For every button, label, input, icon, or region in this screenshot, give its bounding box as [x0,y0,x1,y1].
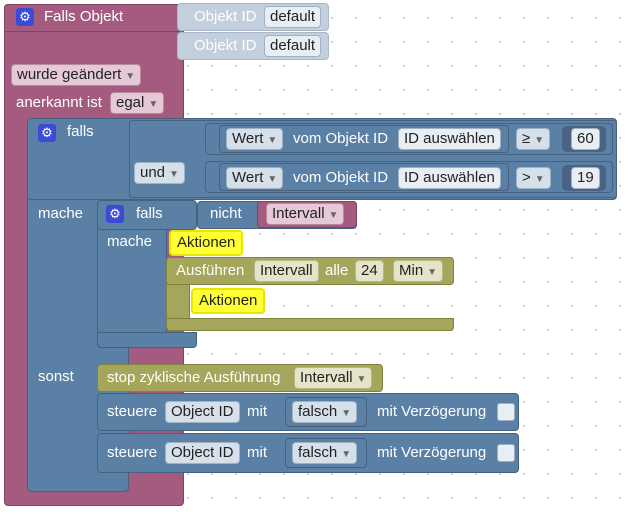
stop-var-value: Intervall [300,369,353,386]
prop-value-1: Wert [232,130,264,147]
op-dropdown-2[interactable]: >▼ [516,167,551,189]
control-2-value: falsch [298,444,338,461]
control-2-label: steuere [107,444,158,461]
dropdown-arrow-icon: ▼ [267,174,278,185]
actions-comment-1-text: Aktionen [177,234,236,251]
dropdown-arrow-icon: ▼ [534,174,545,185]
prop-value-2: Wert [232,169,264,186]
object-id-field-2[interactable]: ID auswählen [398,167,501,189]
dropdown-arrow-icon: ▼ [341,408,352,419]
number-value-2[interactable]: 19 [571,167,600,189]
not-label: nicht [210,205,242,222]
interval-run-label: Ausführen [176,262,245,279]
gear-icon[interactable]: ⚙ [38,124,56,142]
actions-comment-2[interactable]: Aktionen [191,288,266,314]
op-value-2: > [522,169,531,186]
from-label-1: vom Objekt ID [293,130,389,147]
gear-icon[interactable]: ⚙ [106,205,124,223]
if-falls-label: falls [67,123,94,140]
event-title: Falls Objekt [44,8,124,25]
dropdown-arrow-icon: ▼ [534,135,545,146]
dropdown-arrow-icon: ▼ [356,374,367,385]
variable-value: Intervall [272,205,325,222]
number-value-1[interactable]: 60 [571,128,600,150]
interval-amount[interactable]: 24 [355,260,384,282]
control-1-value-dropdown[interactable]: falsch▼ [292,401,358,423]
if-sonst-label: sonst [38,368,74,385]
control-2-delay-checkbox[interactable] [497,444,515,462]
actions-comment-1[interactable]: Aktionen [169,230,244,256]
dropdown-arrow-icon: ▼ [341,449,352,460]
control-2-with: mit [247,444,267,461]
control-1-delay-checkbox[interactable] [497,403,515,421]
from-label-2: vom Objekt ID [293,169,389,186]
stop-var-dropdown[interactable]: Intervall▼ [294,367,373,389]
interval-footer [166,318,454,331]
gear-icon[interactable]: ⚙ [16,8,34,26]
control-2-value-dropdown[interactable]: falsch▼ [292,442,358,464]
control-2-target[interactable]: Object ID [165,442,240,464]
trigger-value: wurde geändert [17,66,122,83]
dropdown-arrow-icon: ▼ [125,71,136,82]
and-value: und [140,164,166,181]
actions-comment-2-text: Aktionen [199,292,258,309]
and-dropdown[interactable]: und▼ [134,162,185,184]
prop-dropdown-1[interactable]: Wert▼ [226,128,284,150]
inner-if-bottom [97,332,197,348]
ack-dropdown[interactable]: egal▼ [110,92,165,114]
inner-falls-label: falls [136,205,163,222]
inner-mache-label: mache [107,233,153,250]
dropdown-arrow-icon: ▼ [169,169,179,180]
interval-every-label: alle [325,262,349,279]
op-dropdown-1[interactable]: ≥▼ [516,128,551,150]
object-input-1-label: Objekt ID [194,8,257,25]
stop-label: stop zyklische Ausführung [107,369,281,386]
ack-value: egal [116,94,145,111]
object-id-field-1[interactable]: ID auswählen [398,128,501,150]
dropdown-arrow-icon: ▼ [328,210,339,221]
object-input-1-value[interactable]: default [264,6,322,28]
variable-dropdown[interactable]: Intervall▼ [266,203,345,225]
interval-unit-dropdown[interactable]: Min▼ [393,260,444,282]
control-1-value: falsch [298,403,338,420]
dropdown-arrow-icon: ▼ [267,135,278,146]
prop-dropdown-2[interactable]: Wert▼ [226,167,284,189]
control-1-target[interactable]: Object ID [165,401,240,423]
object-input-2-value[interactable]: default [264,35,322,57]
interval-var-dropdown[interactable]: Intervall [254,260,319,282]
control-1-label: steuere [107,403,158,420]
if-mache-label: mache [38,205,84,222]
ack-label: anerkannt ist [16,94,102,111]
dropdown-arrow-icon: ▼ [427,267,438,278]
dropdown-arrow-icon: ▼ [148,99,159,110]
control-2-delay-label: mit Verzögerung [377,444,487,461]
object-input-2-label: Objekt ID [194,37,257,54]
interval-unit-value: Min [399,262,424,279]
trigger-dropdown[interactable]: wurde geändert▼ [11,64,142,86]
control-1-delay-label: mit Verzögerung [377,403,487,420]
control-1-with: mit [247,403,267,420]
op-value-1: ≥ [522,130,531,147]
